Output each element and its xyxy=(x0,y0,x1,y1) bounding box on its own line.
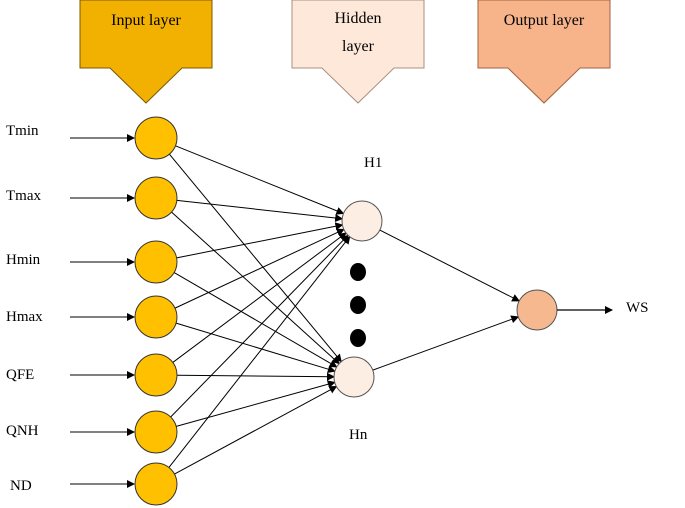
input-layer-header-arrow xyxy=(79,0,213,104)
input-arrows xyxy=(70,134,135,488)
ellipsis-dot xyxy=(350,296,366,314)
connection-lines xyxy=(168,145,521,475)
hidden-layer-header-arrow xyxy=(291,0,425,104)
input-to-hidden-connection xyxy=(172,232,347,363)
input-to-hidden-connection xyxy=(175,322,336,373)
input-to-hidden-connection xyxy=(170,234,349,418)
input-node xyxy=(134,353,178,397)
input-label-nd: ND xyxy=(10,478,32,494)
hidden-label-h1: H1 xyxy=(364,155,383,171)
input-label-hmax: Hmax xyxy=(6,309,43,325)
input-to-hidden-connection xyxy=(176,199,344,222)
input-node xyxy=(134,116,178,160)
input-node xyxy=(134,176,178,220)
hidden-node-hn xyxy=(333,356,375,398)
input-nodes xyxy=(134,116,178,506)
input-node xyxy=(134,295,178,339)
ellipsis-dot xyxy=(350,263,366,281)
hidden-to-output-connection xyxy=(379,229,521,302)
input-label-tmax: Tmax xyxy=(6,188,41,204)
input-to-hidden-connection xyxy=(173,272,338,368)
input-label-qnh: QNH xyxy=(6,423,39,439)
input-to-hidden-connection xyxy=(174,228,345,309)
output-layer-header: Output layer xyxy=(503,12,585,29)
input-to-hidden-connection xyxy=(176,222,344,259)
input-to-hidden-connection xyxy=(168,235,351,468)
ellipsis-dot xyxy=(350,329,366,347)
input-layer-header: Input layer xyxy=(111,12,181,29)
input-to-hidden-connection xyxy=(174,386,338,475)
input-node xyxy=(134,462,178,506)
input-label-hmin: Hmin xyxy=(6,252,41,268)
input-label-qfe: QFE xyxy=(6,367,35,383)
hidden-node-h1 xyxy=(341,200,383,242)
output-layer-header-arrow xyxy=(477,0,611,104)
input-label-tmin: Tmin xyxy=(6,123,39,139)
output-label-ws: WS xyxy=(626,300,649,316)
input-node xyxy=(134,240,178,284)
input-to-hidden-connection xyxy=(176,372,336,381)
hidden-to-output-connection xyxy=(372,315,520,371)
output-node xyxy=(516,289,558,331)
hidden-layer-header-line2: layer xyxy=(342,38,374,55)
input-to-hidden-connection xyxy=(176,380,336,427)
hidden-label-hn: Hn xyxy=(349,427,368,443)
hidden-layer-header-line1: Hidden xyxy=(334,10,382,27)
input-to-hidden-connection xyxy=(169,153,342,363)
input-to-hidden-connection xyxy=(171,211,340,365)
input-node xyxy=(134,410,178,454)
input-to-hidden-connection xyxy=(175,145,345,215)
